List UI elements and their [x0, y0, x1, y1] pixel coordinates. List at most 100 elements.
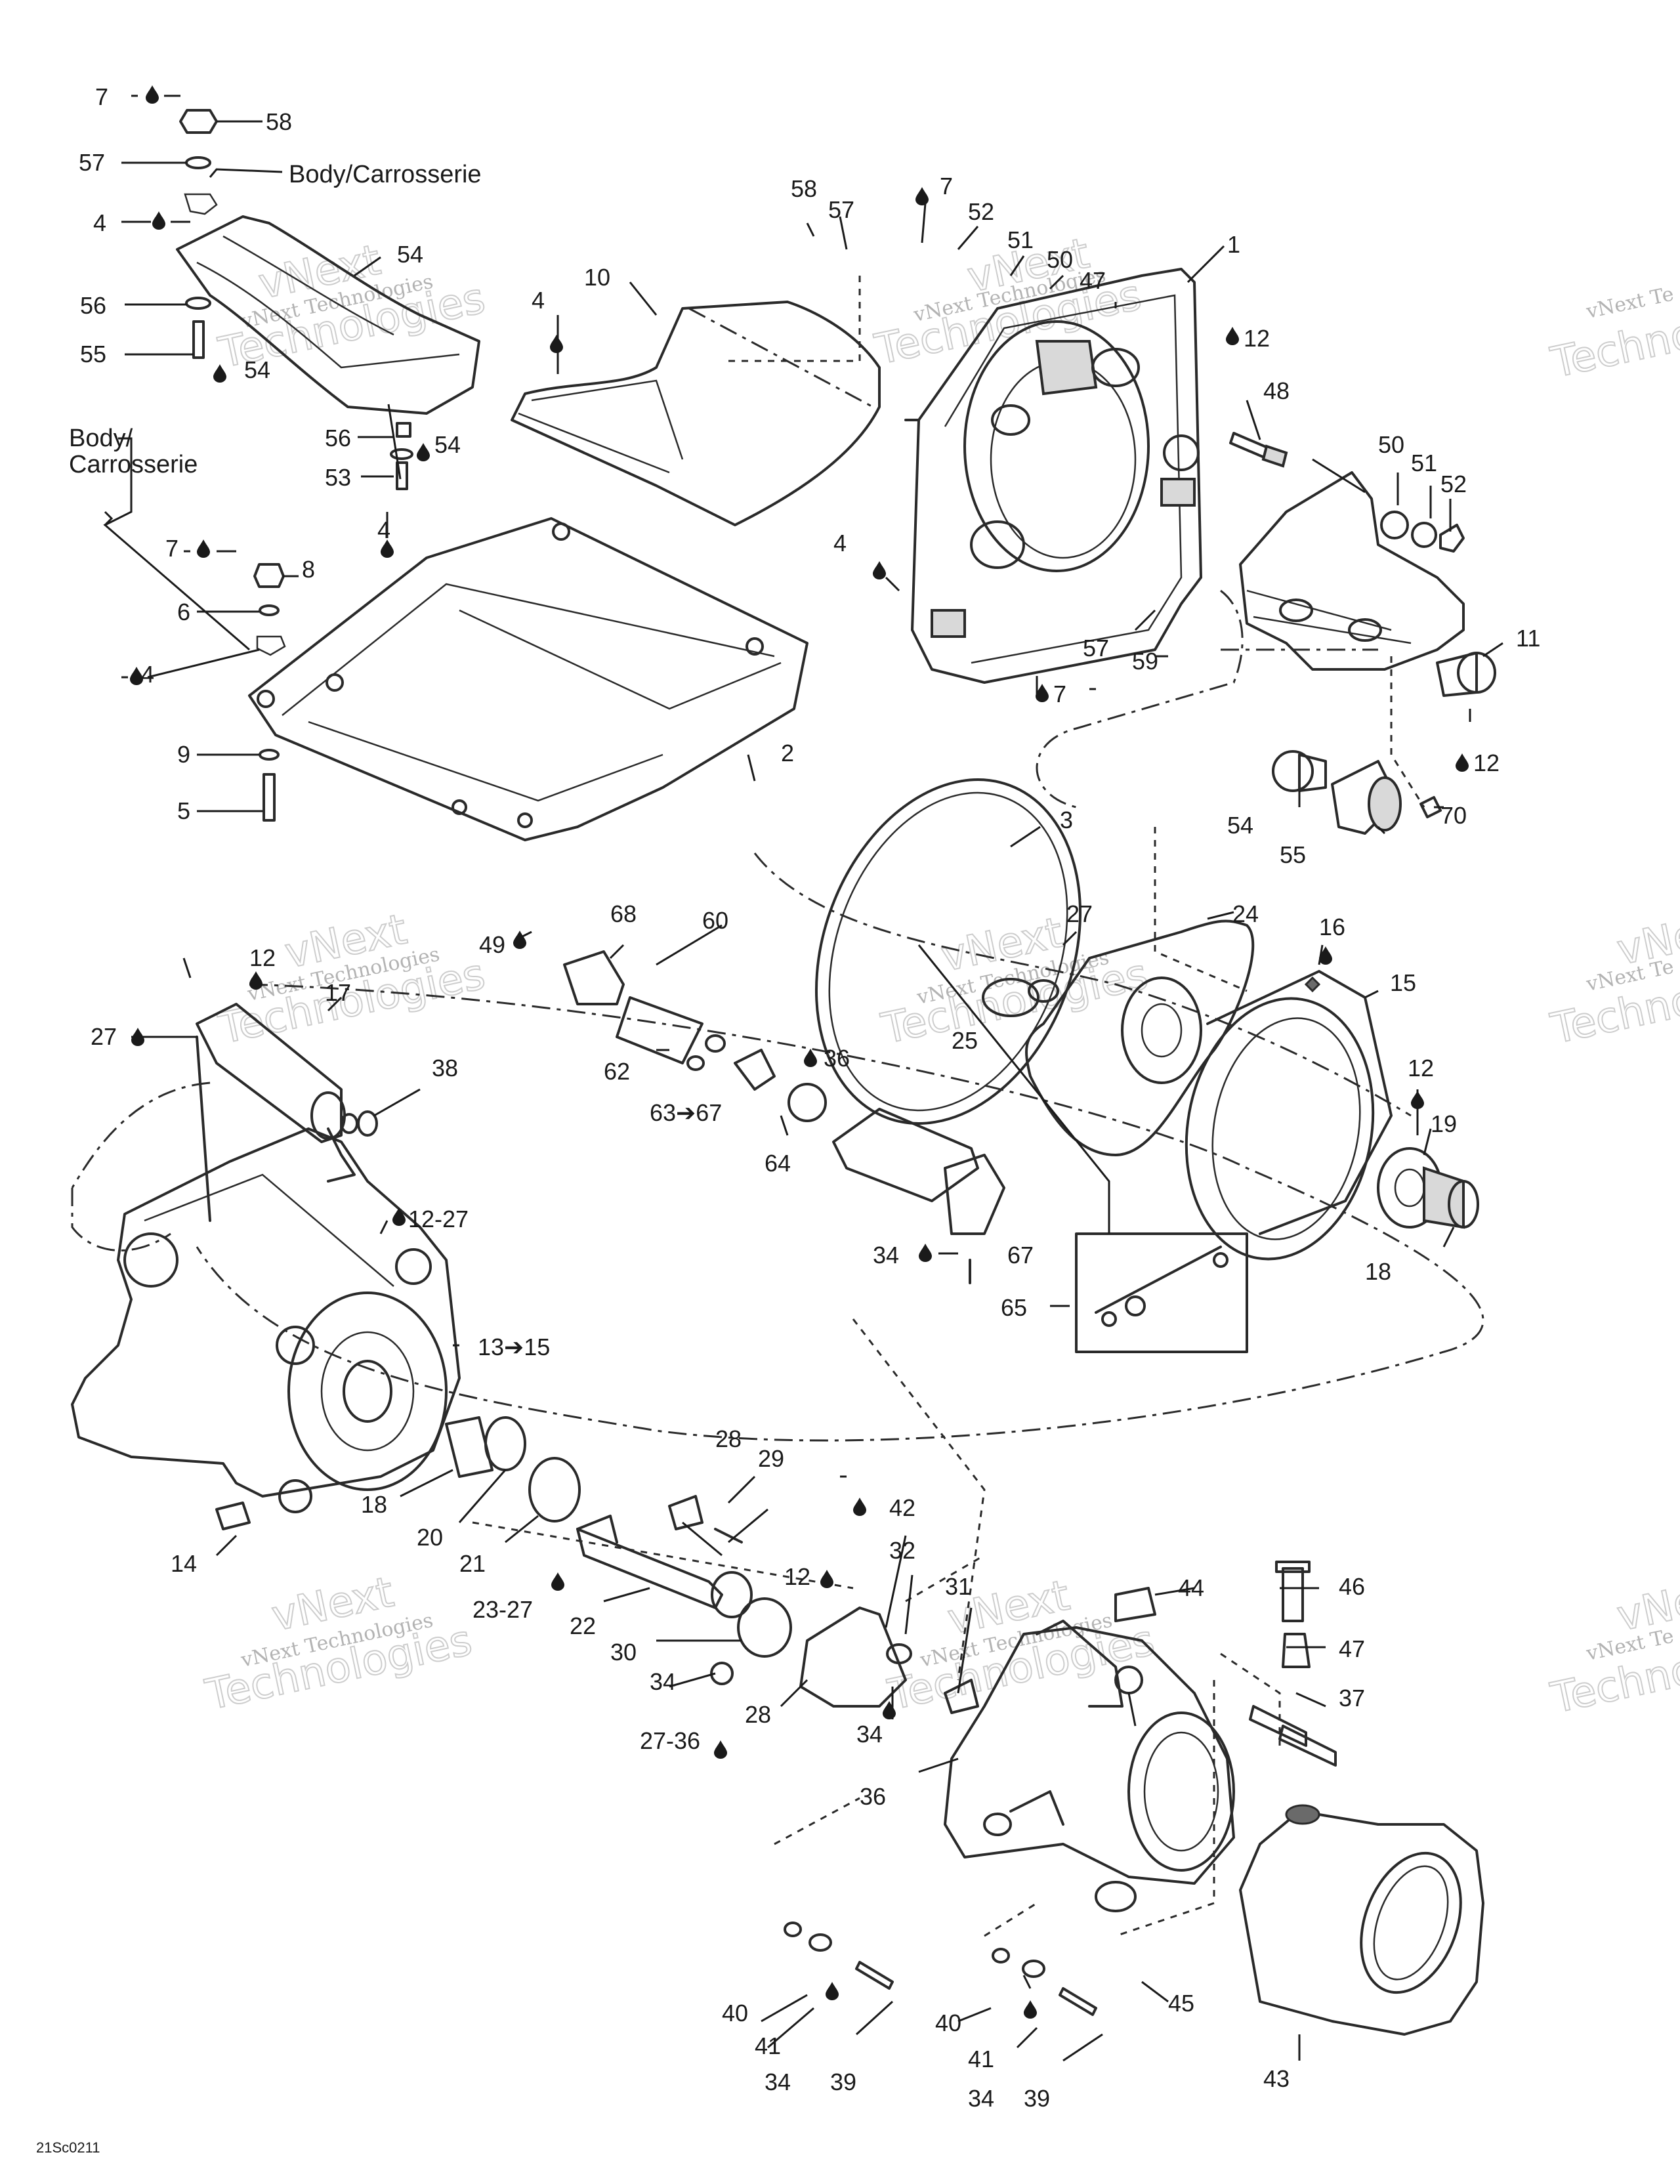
- drop-icon: [873, 561, 886, 579]
- callout-5: 5: [177, 797, 190, 824]
- watermark-edge: Technol: [1547, 307, 1680, 388]
- callout-18: 18: [1365, 1258, 1391, 1285]
- callout-8: 8: [302, 556, 315, 583]
- callout-67: 65: [1001, 1294, 1027, 1321]
- drop-icon: [853, 1498, 866, 1516]
- callout-58b: 55: [1280, 841, 1306, 868]
- note-body-line1: Body/: [69, 425, 133, 452]
- callout-70: 70: [1440, 802, 1467, 829]
- callout-56: 53: [325, 464, 351, 491]
- venturi-37: [944, 1620, 1235, 1885]
- hardware-stack-mid-left: [253, 563, 286, 822]
- callout-61b: 58: [791, 175, 817, 202]
- callout-62: 59: [1132, 648, 1158, 675]
- trim-actuator: [656, 924, 1248, 1353]
- callout-4e: 4: [833, 530, 847, 556]
- callout-43: 42: [889, 1494, 915, 1521]
- notes: Body/Carrosserie Body/ Carrosserie 21Sc0…: [36, 161, 482, 2156]
- callout-60: 57: [79, 149, 105, 176]
- drop-icon: [197, 539, 210, 558]
- callout-7: 7: [95, 83, 108, 110]
- callout-60b: 57: [828, 196, 854, 223]
- impeller-24: [982, 919, 1255, 1156]
- callout-59b: 56: [325, 425, 351, 452]
- callout-54b: 52: [1440, 471, 1467, 497]
- assembly-phantom-lines: [71, 276, 1484, 1937]
- callout-4: 4: [93, 209, 106, 236]
- callout-42: 41: [755, 2032, 781, 2059]
- drop-icon: [1456, 753, 1469, 772]
- callout-6: 6: [177, 598, 190, 625]
- drop-icon: [804, 1049, 817, 1067]
- hardware-stack-top-left: [179, 109, 413, 490]
- drop-icon: [1024, 2000, 1037, 2019]
- drop-icon: [714, 1740, 727, 1759]
- callout-29: 28: [715, 1425, 742, 1452]
- callout-36: 36: [824, 1045, 850, 1072]
- callout-61: 58: [266, 108, 292, 135]
- callout-21: 21: [459, 1550, 486, 1577]
- drop-icon: [131, 1028, 144, 1046]
- leader-lines: [103, 94, 1503, 2062]
- callout-52b: 50: [1378, 431, 1404, 458]
- callout-20: 20: [417, 1524, 443, 1551]
- drop-icon: [915, 187, 929, 205]
- callout-4c: 4: [532, 287, 545, 314]
- callout-7b: 7: [165, 535, 178, 562]
- callout-11: 11: [1516, 625, 1540, 652]
- steering-bracket: [1239, 471, 1465, 671]
- nozzle-hardware: [1095, 1561, 1337, 1912]
- nozzle-44: [1239, 1804, 1484, 2036]
- callout-57c: 54: [1227, 812, 1253, 839]
- callout-31: 30: [610, 1639, 637, 1666]
- callout-59: 56: [80, 292, 106, 319]
- callout-16: 16: [1319, 914, 1345, 940]
- callout-49: 47: [1080, 267, 1106, 294]
- callout-53b: 51: [1411, 450, 1437, 476]
- callout-51: 49: [479, 931, 505, 958]
- callout-63-67: 60: [702, 907, 728, 934]
- callout-12-27: 12-27: [408, 1206, 469, 1232]
- callout-3: 3: [1060, 807, 1073, 833]
- callout-52: 50: [1047, 246, 1073, 273]
- callout-41b: 40: [935, 2009, 961, 2036]
- seal-and-bearing-right: [1377, 1147, 1479, 1229]
- callout-64: 62: [604, 1058, 630, 1085]
- callout-34c: 34: [765, 2068, 791, 2095]
- callout-28: 28: [745, 1701, 771, 1728]
- callout-37: 36: [860, 1783, 886, 1810]
- callout-39: 38: [432, 1055, 458, 1082]
- drop-icon: [820, 1570, 833, 1588]
- pump-cover-10: [511, 301, 881, 526]
- bottom-hardware: [784, 1922, 1097, 2016]
- drop-icon: [919, 1244, 932, 1262]
- callout-33: 32: [889, 1537, 915, 1564]
- callout-34b: 34: [856, 1721, 883, 1748]
- callout-2: 2: [781, 740, 794, 766]
- callout-22: 22: [570, 1612, 596, 1639]
- callout-44: 43: [1263, 2065, 1290, 2092]
- note-body-line2: Carrosserie: [69, 451, 198, 478]
- callout-15: 15: [1390, 969, 1416, 996]
- callout-42b: 41: [968, 2046, 994, 2072]
- callout-69: 68: [610, 900, 637, 927]
- drop-icon: [146, 85, 159, 104]
- callout-34d: 34: [968, 2085, 994, 2112]
- callout-12d: 12: [249, 944, 276, 971]
- callout-47: 46: [1339, 1573, 1365, 1600]
- callout-68: 67: [1007, 1242, 1034, 1269]
- callout-19: 19: [1431, 1110, 1457, 1137]
- drawing-code: 21Sc0211: [36, 2139, 100, 2156]
- callout-35: 34: [650, 1668, 676, 1695]
- drop-icon: [249, 971, 262, 990]
- callout-38: 37: [1339, 1685, 1365, 1712]
- callout-32: 31: [945, 1573, 971, 1600]
- ride-plate-2: [248, 517, 808, 841]
- pump-housing-13-15: [71, 1127, 461, 1530]
- callout-65: 63➔67: [650, 1099, 722, 1126]
- callout-7c: 7: [940, 173, 953, 200]
- callout-14: 14: [171, 1550, 197, 1577]
- callout-34: 34: [873, 1242, 899, 1269]
- callout-57b: 54: [434, 431, 461, 458]
- callout-18b: 18: [361, 1491, 387, 1518]
